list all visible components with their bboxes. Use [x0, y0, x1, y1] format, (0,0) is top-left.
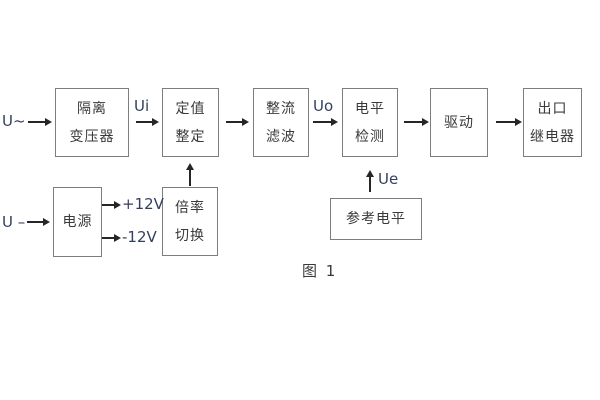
input-label-uac: U~ — [2, 112, 26, 130]
arrow-uac-input — [28, 118, 52, 125]
arrow-setpoint-to-rectifier — [226, 118, 249, 125]
arrow-udc-input — [27, 218, 50, 225]
arrow-level-to-drive — [404, 118, 429, 125]
arrow-drive-to-relay — [496, 118, 522, 125]
node-label: 继电器 — [530, 128, 575, 145]
arrow-neg12v-output — [102, 234, 121, 241]
node-drive: 驱动 — [430, 88, 488, 157]
arrow-ratio-to-setpoint — [186, 163, 193, 186]
node-label: 整定 — [175, 128, 206, 145]
node-reference-level: 参考电平 — [330, 198, 422, 240]
node-label: 电平 — [355, 100, 385, 117]
node-label: 驱动 — [444, 114, 474, 131]
node-rectifier-filter: 整流 滤波 — [253, 88, 309, 157]
arrow-reference-to-level — [366, 170, 373, 192]
node-label: 滤波 — [266, 128, 296, 145]
rail-label-neg12v: -12V — [122, 228, 157, 246]
node-ratio-switch: 倍率 切换 — [162, 187, 218, 256]
node-label: 检测 — [355, 128, 385, 145]
arrow-transformer-to-setpoint — [136, 118, 159, 125]
node-label: 参考电平 — [346, 211, 406, 227]
arrow-pos12v-output — [102, 201, 121, 208]
node-label: 出口 — [537, 100, 568, 117]
node-label: 倍率 — [175, 199, 205, 216]
node-isolation-transformer: 隔离 变压器 — [55, 88, 129, 157]
input-label-udc: U – — [2, 213, 26, 231]
node-setpoint-adjust: 定值 整定 — [162, 88, 219, 157]
node-label: 变压器 — [69, 128, 115, 145]
node-label: 隔离 — [77, 100, 107, 117]
node-power-supply: 电源 — [53, 187, 102, 257]
node-level-detect: 电平 检测 — [342, 88, 398, 157]
arrow-rectifier-to-level — [313, 118, 338, 125]
node-label: 电源 — [62, 214, 93, 230]
node-label: 切换 — [175, 227, 205, 244]
signal-label-ui: Ui — [134, 97, 150, 115]
figure-caption: 图 1 — [302, 262, 338, 280]
node-label: 定值 — [175, 100, 206, 117]
signal-label-ue: Ue — [378, 170, 399, 188]
node-label: 整流 — [266, 100, 296, 117]
rail-label-pos12v: +12V — [122, 195, 164, 213]
signal-label-uo: Uo — [313, 97, 334, 115]
node-output-relay: 出口 继电器 — [523, 88, 582, 157]
